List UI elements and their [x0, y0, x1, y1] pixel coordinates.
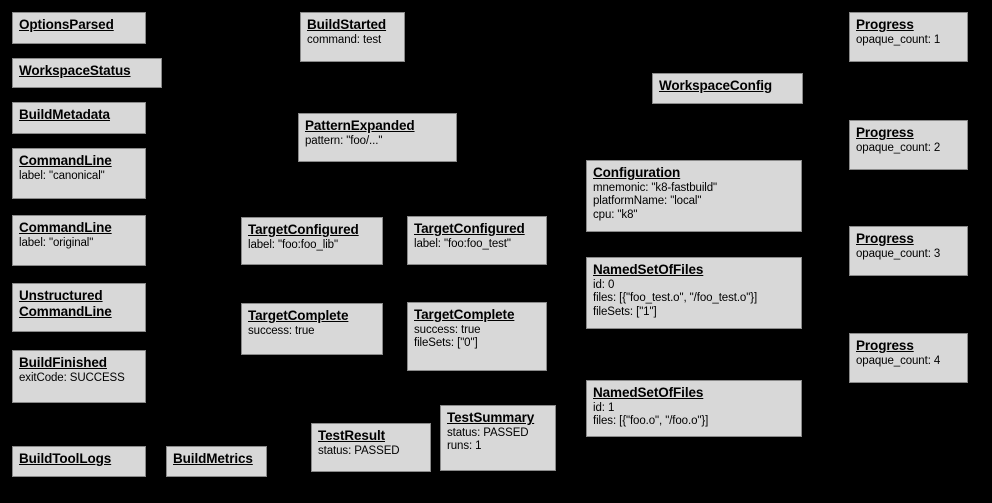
node-title: BuildMetadata [19, 107, 110, 122]
node-field: label: "foo:foo_test" [414, 237, 511, 250]
node-field: command: test [307, 33, 382, 46]
node-title: WorkspaceStatus [19, 63, 131, 78]
node-options-parsed[interactable]: OptionsParsed [12, 12, 146, 44]
node-field: platformName: "local" [593, 195, 702, 208]
node-fields: opaque_count: 4 [856, 355, 962, 369]
node-field: label: "foo:foo_lib" [248, 238, 338, 251]
node-field: success: true [248, 324, 315, 337]
node-field: id: 0 [593, 278, 615, 291]
node-title: Configuration [593, 165, 681, 180]
node-title: TestSummary [447, 410, 535, 425]
node-fields: exitCode: SUCCESS [19, 372, 140, 386]
node-field: label: "original" [19, 236, 94, 249]
node-unstructured-command-line[interactable]: Unstructured CommandLine [12, 283, 146, 332]
node-title: OptionsParsed [19, 17, 114, 32]
node-field: mnemonic: "k8-fastbuild" [593, 181, 718, 194]
node-title: TargetConfigured [414, 221, 525, 236]
node-fields: label: "foo:foo_lib" [248, 239, 377, 253]
node-fields: status: PASSED [318, 445, 425, 459]
node-field: cpu: "k8" [593, 209, 638, 222]
node-title: BuildFinished [19, 355, 107, 370]
node-title: Progress [856, 338, 914, 353]
node-title: Unstructured CommandLine [19, 288, 112, 319]
node-field: opaque_count: 1 [856, 33, 941, 46]
node-field: status: PASSED [447, 426, 529, 439]
node-title: Progress [856, 125, 914, 140]
node-field: opaque_count: 4 [856, 354, 941, 367]
node-fields: label: "original" [19, 237, 140, 251]
node-fields: mnemonic: "k8-fastbuild"platformName: "l… [593, 182, 796, 223]
node-title: CommandLine [19, 153, 112, 168]
node-title: BuildStarted [307, 17, 387, 32]
node-field: pattern: "foo/..." [305, 134, 383, 147]
node-field: fileSets: ["1"] [593, 306, 657, 319]
node-field: opaque_count: 3 [856, 247, 941, 260]
node-title: BuildToolLogs [19, 451, 112, 466]
node-build-tool-logs[interactable]: BuildToolLogs [12, 446, 146, 477]
node-fields: opaque_count: 2 [856, 142, 962, 156]
node-fields: label: "canonical" [19, 170, 140, 184]
node-workspace-config[interactable]: WorkspaceConfig [652, 73, 803, 104]
node-field: success: true [414, 323, 481, 336]
node-fields: opaque_count: 1 [856, 34, 962, 48]
node-fields: opaque_count: 3 [856, 248, 962, 262]
node-fields: command: test [307, 34, 399, 48]
node-field: status: PASSED [318, 444, 400, 457]
node-fields: pattern: "foo/..." [305, 135, 451, 149]
node-build-metrics[interactable]: BuildMetrics [166, 446, 267, 477]
node-title: TargetComplete [248, 308, 349, 323]
node-title: CommandLine [19, 220, 112, 235]
node-title: NamedSetOfFiles [593, 262, 704, 277]
node-field: opaque_count: 2 [856, 141, 941, 154]
node-field: exitCode: SUCCESS [19, 371, 125, 384]
node-workspace-status[interactable]: WorkspaceStatus [12, 58, 162, 88]
node-field: runs: 1 [447, 440, 482, 453]
node-title: WorkspaceConfig [659, 78, 773, 93]
node-fields: label: "foo:foo_test" [414, 238, 541, 252]
node-title: PatternExpanded [305, 118, 415, 133]
node-title: NamedSetOfFiles [593, 385, 704, 400]
node-field: label: "canonical" [19, 169, 105, 182]
node-title: TestResult [318, 428, 386, 443]
node-field: files: [{"foo.o", "/foo.o"}] [593, 415, 709, 428]
node-title: TargetConfigured [248, 222, 359, 237]
node-title: Progress [856, 231, 914, 246]
node-field: fileSets: ["0"] [414, 337, 478, 350]
node-field: id: 1 [593, 401, 615, 414]
node-fields: success: true [248, 325, 377, 339]
node-title: Progress [856, 17, 914, 32]
node-title: BuildMetrics [173, 451, 253, 466]
node-title: TargetComplete [414, 307, 515, 322]
node-field: files: [{"foo_test.o", "/foo_test.o"}] [593, 292, 758, 305]
node-build-metadata[interactable]: BuildMetadata [12, 102, 146, 134]
